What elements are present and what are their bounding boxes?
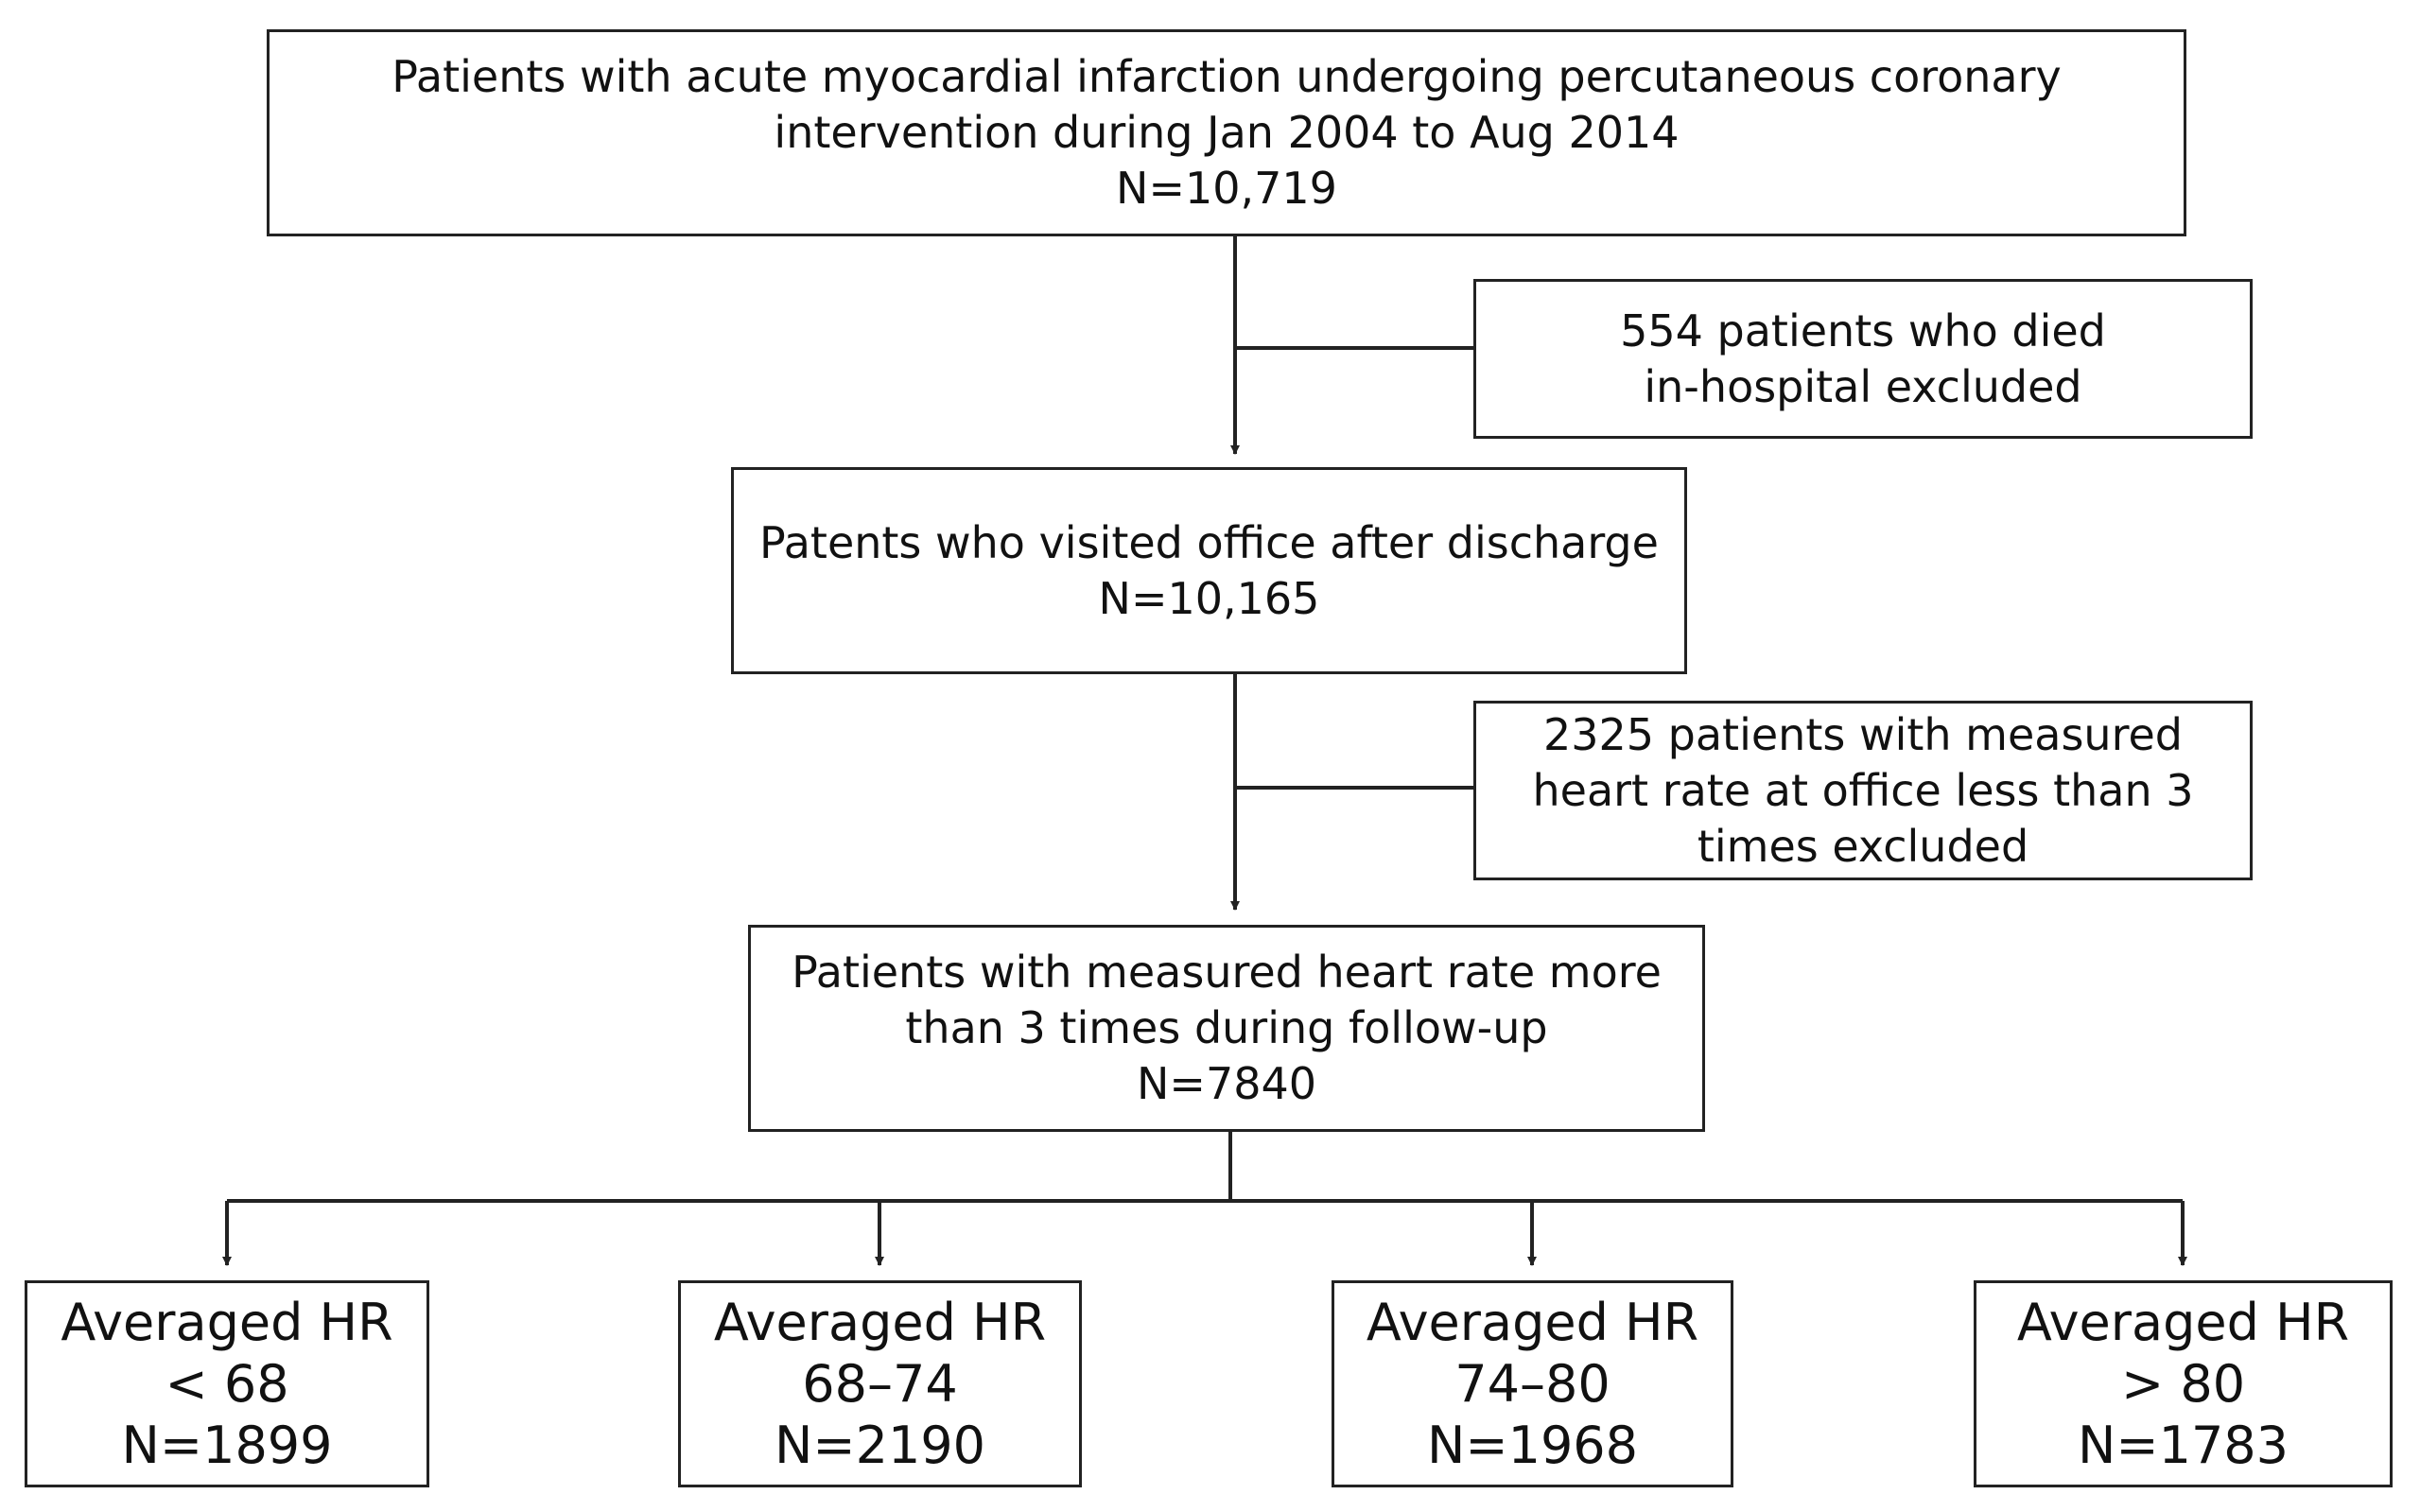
hr-group-title: Averaged HR — [2016, 1293, 2350, 1352]
hr-group-box-1: Averaged HR < 68 N=1899 — [25, 1280, 429, 1487]
analysis-cohort-line-2: than 3 times during follow-up — [905, 1002, 1548, 1053]
analysis-cohort-line-1: Patients with measured heart rate more — [792, 947, 1662, 998]
hr-group-range: < 68 — [165, 1354, 289, 1414]
hr-group-count: N=1899 — [121, 1416, 333, 1475]
hr-group-box-4: Averaged HR > 80 N=1783 — [1974, 1280, 2393, 1487]
hr-group-range: > 80 — [2120, 1354, 2246, 1414]
exclusion-died-line-2: in-hospital excluded — [1644, 360, 2082, 412]
hr-group-box-3: Averaged HR 74–80 N=1968 — [1332, 1280, 1733, 1487]
exclusion-hr-line-1: 2325 patients with measured — [1542, 708, 2183, 760]
enrollment-line-1: Patients with acute myocardial infarctio… — [392, 51, 2062, 102]
exclusion-hr-line-3: times excluded — [1697, 820, 2029, 872]
exclusion-hr-box: 2325 patients with measured heart rate a… — [1473, 701, 2253, 880]
hr-group-title: Averaged HR — [1366, 1293, 1699, 1352]
hr-group-count: N=1968 — [1426, 1416, 1639, 1475]
analysis-cohort-box: Patients with measured heart rate more t… — [748, 925, 1705, 1132]
enrollment-line-2: intervention during Jan 2004 to Aug 2014 — [774, 107, 1680, 158]
office-visit-box: Patents who visited office after dischar… — [731, 467, 1687, 674]
hr-group-title: Averaged HR — [61, 1293, 393, 1352]
enrollment-box: Patients with acute myocardial infarctio… — [267, 29, 2186, 236]
exclusion-died-box: 554 patients who died in-hospital exclud… — [1473, 279, 2253, 439]
office-visit-count: N=10,165 — [1098, 572, 1320, 624]
hr-group-range: 74–80 — [1454, 1354, 1610, 1414]
office-visit-line-1: Patents who visited office after dischar… — [759, 516, 1659, 568]
exclusion-died-line-1: 554 patients who died — [1620, 304, 2106, 356]
exclusion-hr-line-2: heart rate at office less than 3 — [1532, 764, 2194, 816]
hr-group-count: N=1783 — [2077, 1416, 2289, 1475]
enrollment-count: N=10,719 — [1116, 163, 1337, 214]
hr-group-title: Averaged HR — [713, 1293, 1047, 1352]
hr-group-count: N=2190 — [774, 1416, 986, 1475]
analysis-cohort-count: N=7840 — [1136, 1058, 1317, 1109]
hr-group-box-2: Averaged HR 68–74 N=2190 — [678, 1280, 1082, 1487]
hr-group-range: 68–74 — [802, 1354, 958, 1414]
